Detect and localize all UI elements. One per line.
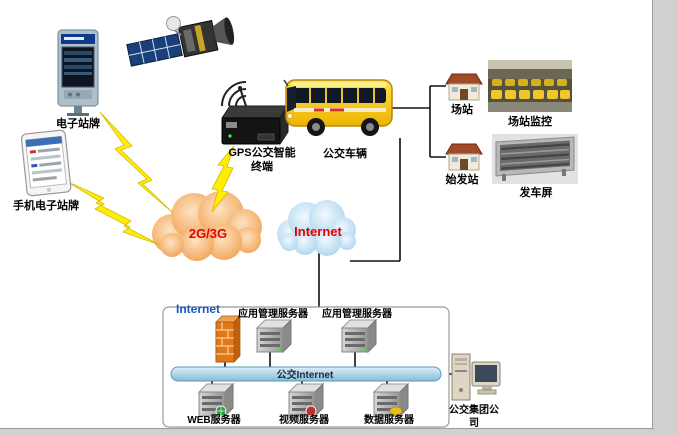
label-station: 场站	[451, 104, 473, 116]
label-cloud-2g3g: 2G/3G	[188, 226, 228, 241]
web-server-globe-icon	[215, 405, 227, 417]
server-zone-box	[162, 306, 450, 428]
lightning-bolt-gps	[211, 145, 235, 213]
station-monitoring-photo	[488, 60, 572, 112]
page-edge-right	[652, 0, 678, 435]
gps-terminal-icon	[221, 86, 289, 146]
label-web-server: WEB服务器	[187, 415, 241, 426]
label-departure-screen: 发车屏	[519, 187, 553, 199]
connector-lines	[211, 85, 452, 385]
bus-icon	[283, 79, 393, 136]
lightning-bolt-phone	[67, 181, 161, 246]
label-app-server-left: 应用管理服务器	[238, 309, 308, 320]
cloud-internet	[277, 200, 356, 256]
label-backbone: 公交Internet	[276, 370, 334, 381]
label-phone-stop-sign: 手机电子站牌	[13, 200, 79, 212]
lightning-bolt-kiosk	[99, 111, 174, 214]
label-video-server: 视频服务器	[279, 415, 329, 426]
firewall-icon	[215, 315, 241, 363]
departure-screen-photo	[492, 134, 578, 184]
app-server-left-icon	[256, 319, 292, 353]
wifi-waves-icon	[221, 81, 247, 107]
origin-station-house-icon	[445, 143, 483, 171]
page-edge-bottom	[0, 428, 654, 435]
label-data-server: 数据服务器	[364, 415, 414, 426]
cloud-2g3g	[152, 191, 262, 261]
backbone-bar	[170, 366, 442, 382]
satellite-icon	[126, 15, 235, 67]
station-house-icon	[445, 73, 483, 101]
video-server-badge-icon	[305, 405, 317, 417]
label-box-internet: Internet	[176, 302, 221, 316]
app-server-right-icon	[341, 319, 377, 353]
label-bus-group-company: 公交集团公司	[449, 405, 499, 429]
label-gps-terminal: GPS公交智能终端	[228, 147, 296, 173]
electronic-stop-sign-icon	[57, 29, 99, 116]
phone-stop-sign-icon	[20, 129, 72, 197]
label-electronic-stop-sign: 电子站牌	[56, 118, 100, 130]
label-app-server-right: 应用管理服务器	[322, 309, 392, 320]
label-origin-station: 始发站	[445, 174, 479, 186]
bus-group-company-pc-icon	[451, 353, 501, 401]
label-bus: 公交车辆	[323, 148, 367, 160]
label-station-monitoring: 场站监控	[508, 116, 552, 128]
data-server-disk-icon	[389, 406, 403, 416]
label-cloud-internet: Internet	[294, 224, 342, 239]
